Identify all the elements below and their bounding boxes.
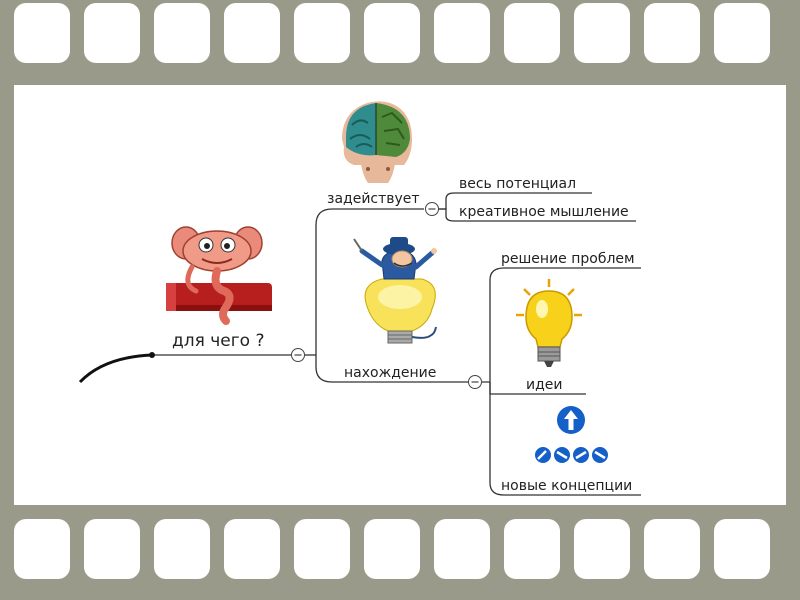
collapse-toggle-root <box>291 348 305 362</box>
perforation <box>644 3 700 63</box>
perforation <box>574 3 630 63</box>
topic-finding[interactable]: нахождение <box>344 365 437 381</box>
mid-branch-line <box>315 355 469 383</box>
perforation <box>84 519 140 579</box>
connector-concepts <box>489 382 641 496</box>
topic-ideas[interactable]: идеи <box>526 377 563 393</box>
film-perforations-bottom <box>0 507 800 592</box>
mind-map-connectors <box>78 192 641 496</box>
root-topic[interactable]: для чего ? <box>172 331 265 351</box>
perforation <box>14 3 70 63</box>
arrow-and-circles-icon <box>535 406 608 463</box>
perforation <box>224 519 280 579</box>
perforation <box>294 519 350 579</box>
incoming-branch-line <box>78 353 153 384</box>
slide-frame: для чего ? задействует весь потенциал кр… <box>14 85 786 505</box>
perforation <box>154 3 210 63</box>
perforation <box>364 519 420 579</box>
topic-engages[interactable]: задействует <box>327 191 420 207</box>
topic-creative-thinking[interactable]: креативное мышление <box>459 204 629 220</box>
topic-problem-solving[interactable]: решение проблем <box>501 251 635 267</box>
brain-image <box>332 95 420 187</box>
perforation <box>224 3 280 63</box>
perforation <box>14 519 70 579</box>
perforation <box>504 519 560 579</box>
perforation <box>84 3 140 63</box>
connector-problems <box>482 267 641 383</box>
perforation <box>434 519 490 579</box>
monster-on-book-image <box>166 226 272 325</box>
topic-full-potential[interactable]: весь потенциал <box>459 176 577 192</box>
perforation <box>714 519 770 579</box>
perforation <box>504 3 560 63</box>
connector-creative <box>438 208 636 222</box>
light-bulb-image <box>516 279 582 367</box>
perforation <box>644 519 700 579</box>
top-branch-line <box>315 208 424 355</box>
perforation <box>364 3 420 63</box>
collapse-toggle-mid <box>468 375 482 389</box>
perforation <box>574 519 630 579</box>
plumber-with-bulb-image <box>353 237 437 344</box>
root-dot <box>149 352 155 358</box>
collapse-toggle-top <box>425 202 439 216</box>
perforation <box>434 3 490 63</box>
topic-new-concepts[interactable]: новые концепции <box>501 478 633 494</box>
connector-potential <box>438 192 592 210</box>
perforation <box>154 519 210 579</box>
perforation <box>714 3 770 63</box>
film-perforations-top <box>0 0 800 85</box>
perforation <box>294 3 350 63</box>
